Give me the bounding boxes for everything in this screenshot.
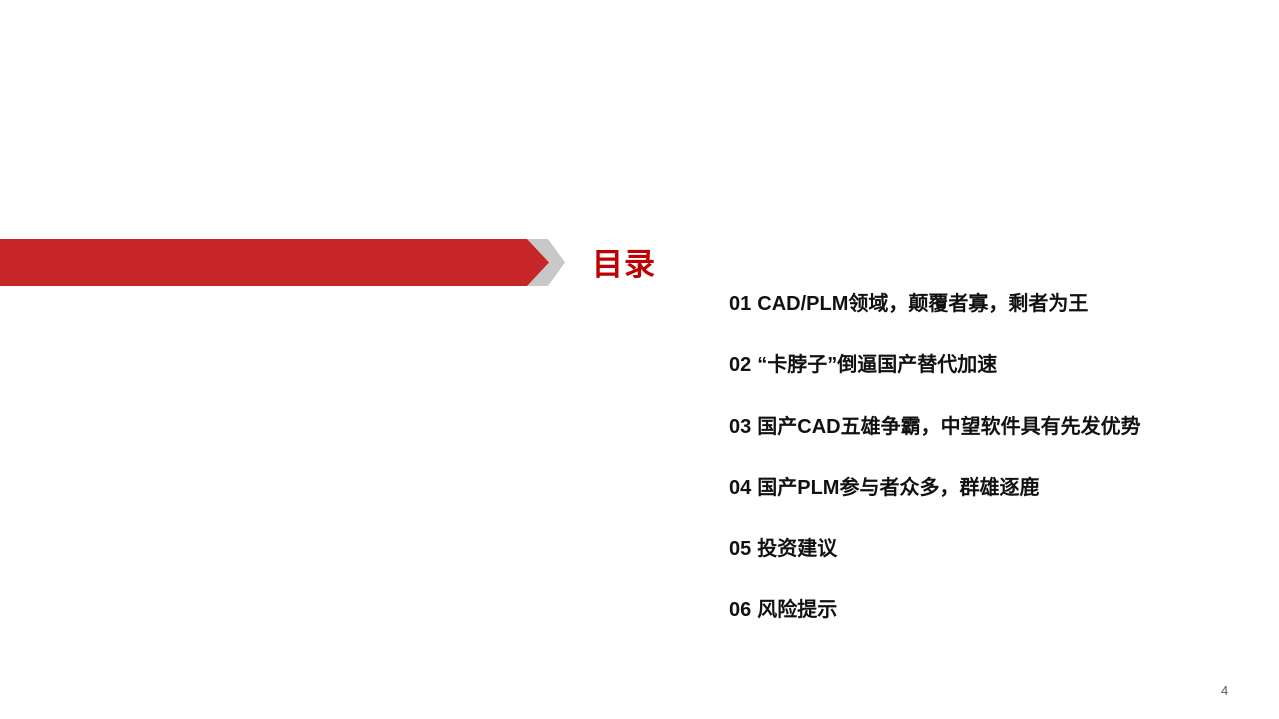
toc-item-label: 国产PLM参与者众多，群雄逐鹿 [757,476,1040,499]
toc-item-label: 国产CAD五雄争霸，中望软件具有先发优势 [757,415,1141,438]
toc-item-number: 03 [729,415,752,438]
toc-item-label: 投资建议 [757,538,838,561]
toc-item-label: 风险提示 [757,599,838,622]
title-banner-arrow [0,239,570,286]
page-title: 目录 [592,247,656,282]
toc-item-number: 04 [729,476,752,499]
toc-item-label: CAD/PLM领域，颠覆者寡，剩者为王 [757,293,1089,315]
toc-item-number: 01 [729,293,752,315]
toc-item-number: 06 [729,599,752,622]
page-number: 4 [1221,683,1229,698]
toc-item-number: 02 [729,354,752,377]
toc-item-02[interactable]: 02“卡脖子”倒逼国产替代加速 [729,350,1141,411]
arrow-banner-shape [0,239,565,286]
toc-item-label: “卡脖子”倒逼国产替代加速 [757,354,998,377]
toc-item-number: 05 [729,538,752,561]
